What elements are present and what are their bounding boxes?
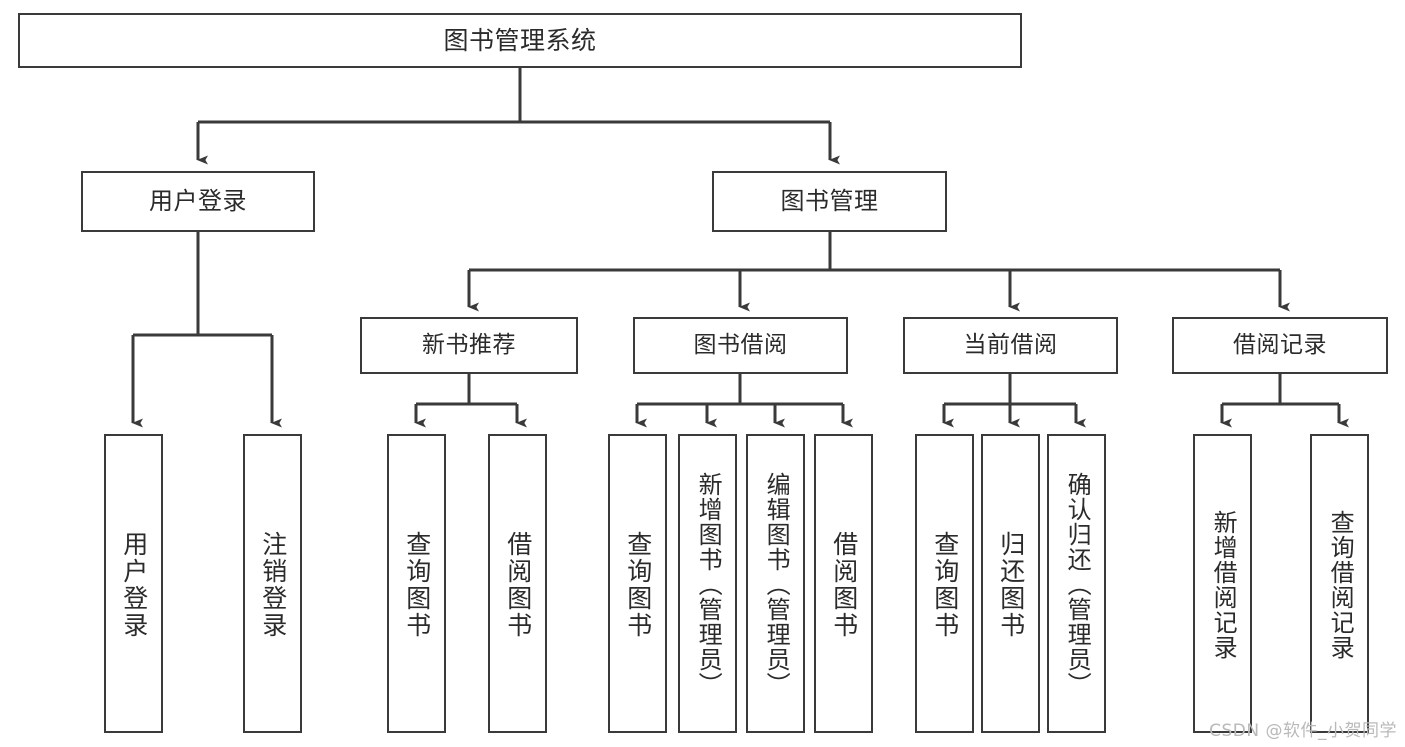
node-new-book-recommend[interactable]: 新书推荐 (360, 317, 578, 374)
leaf-add-record[interactable]: 新增借阅记录 (1193, 434, 1252, 733)
node-borrow-record[interactable]: 借阅记录 (1172, 317, 1388, 374)
leaf-borrow-book-2-label: 借阅图书 (829, 530, 859, 639)
leaf-query-book-2-label: 查询图书 (623, 530, 653, 639)
node-user-login-label: 用户登录 (149, 187, 247, 216)
leaf-logout-login-label: 注销登录 (258, 530, 288, 639)
leaf-edit-book[interactable]: 编辑图书（管理员） (746, 434, 805, 733)
leaf-add-book[interactable]: 新增图书（管理员） (678, 434, 737, 733)
leaf-return-book[interactable]: 归还图书 (981, 434, 1040, 733)
leaf-user-login[interactable]: 用户登录 (104, 434, 163, 733)
node-current-borrow[interactable]: 当前借阅 (903, 317, 1118, 374)
leaf-borrow-book-1-label: 借阅图书 (503, 530, 533, 639)
leaf-borrow-book-1[interactable]: 借阅图书 (488, 434, 547, 733)
node-book-manage[interactable]: 图书管理 (712, 171, 947, 232)
node-book-manage-label: 图书管理 (780, 187, 879, 216)
node-root-system[interactable]: 图书管理系统 (18, 13, 1022, 68)
leaf-query-book-2[interactable]: 查询图书 (608, 434, 667, 733)
leaf-add-book-label: 新增图书（管理员） (694, 472, 723, 697)
leaf-logout-login[interactable]: 注销登录 (243, 434, 302, 733)
leaf-borrow-book-2[interactable]: 借阅图书 (814, 434, 873, 733)
node-book-borrow-label: 图书借阅 (693, 331, 788, 358)
node-new-book-recommend-label: 新书推荐 (422, 331, 516, 358)
node-book-borrow[interactable]: 图书借阅 (633, 317, 848, 374)
leaf-edit-book-label: 编辑图书（管理员） (762, 472, 791, 697)
leaf-return-book-label: 归还图书 (996, 530, 1026, 639)
leaf-confirm-return-label: 确认归还（管理员） (1063, 472, 1092, 697)
node-borrow-record-label: 借阅记录 (1233, 331, 1327, 358)
leaf-query-book-3[interactable]: 查询图书 (915, 434, 974, 733)
leaf-add-record-label: 新增借阅记录 (1209, 509, 1238, 660)
leaf-query-book-1-label: 查询图书 (402, 530, 432, 639)
node-user-login[interactable]: 用户登录 (81, 171, 315, 232)
node-current-borrow-label: 当前借阅 (963, 331, 1058, 358)
leaf-query-record[interactable]: 查询借阅记录 (1310, 434, 1369, 733)
node-root-label: 图书管理系统 (443, 25, 597, 55)
leaf-confirm-return[interactable]: 确认归还（管理员） (1047, 434, 1106, 733)
watermark: CSDN @软件_小贺同学 (1209, 721, 1397, 741)
leaf-query-book-3-label: 查询图书 (930, 530, 960, 639)
leaf-query-record-label: 查询借阅记录 (1326, 509, 1355, 660)
leaf-query-book-1[interactable]: 查询图书 (387, 434, 446, 733)
leaf-user-login-label: 用户登录 (119, 530, 149, 639)
